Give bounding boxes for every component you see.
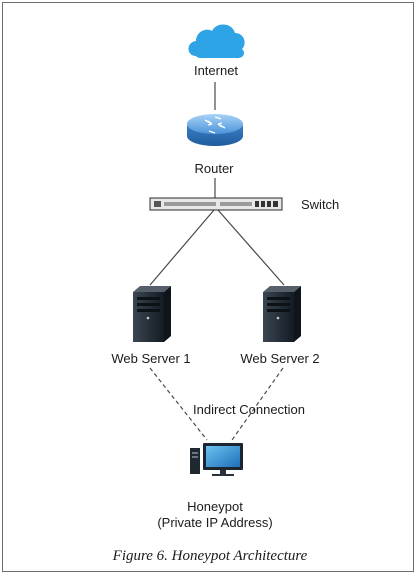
honeypot-label: Honeypot (187, 499, 243, 514)
web-server-1-label: Web Server 1 (111, 351, 191, 366)
web-server-2-label: Web Server 2 (240, 351, 320, 366)
edge-switch-server1 (149, 209, 215, 286)
desktop-computer-icon (190, 443, 243, 476)
indirect-connection-label: Indirect Connection (192, 402, 306, 417)
cloud-icon (188, 24, 245, 59)
internet-label: Internet (193, 63, 239, 78)
figure-frame (2, 2, 414, 572)
edge-server1-honeypot-indirect (149, 367, 208, 441)
honeypot-sublabel: (Private IP Address) (157, 515, 273, 530)
switch-label: Switch (301, 197, 340, 212)
edge-server2-honeypot-indirect (231, 367, 284, 441)
web-server-2-icon (263, 286, 301, 342)
router-label: Router (194, 161, 234, 176)
figure-caption: Figure 6. Honeypot Architecture (112, 548, 308, 564)
web-server-1-icon (133, 286, 171, 342)
network-switch-icon (149, 197, 283, 211)
edge-switch-server2 (217, 209, 285, 286)
router-icon (187, 114, 243, 146)
